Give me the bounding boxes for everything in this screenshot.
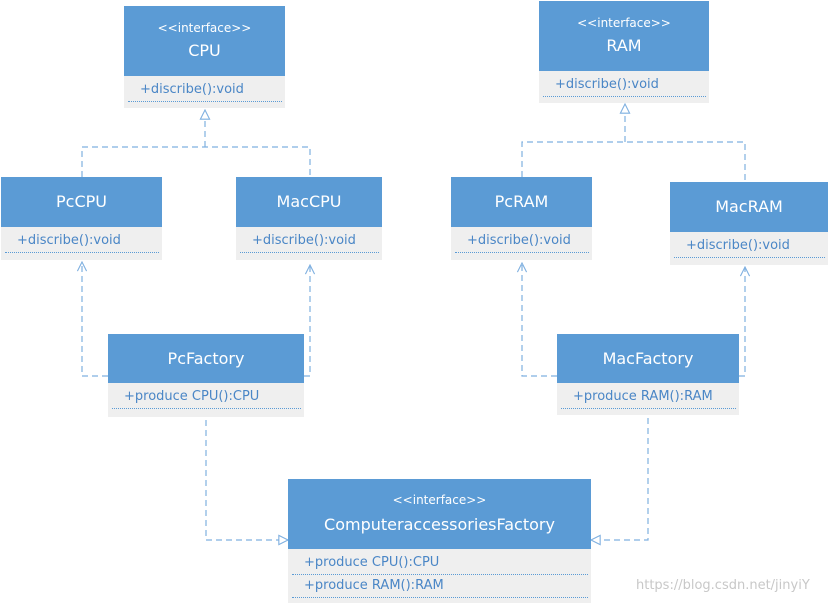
operation: +discribe():void — [543, 74, 706, 97]
class-name: MacCPU — [276, 192, 342, 211]
stereotype-label: <<interface>> — [157, 21, 252, 35]
operation: +discribe():void — [128, 79, 282, 102]
class-pccpu: PcCPU +discribe():void — [1, 177, 162, 260]
operation: +produce RAM():RAM — [561, 386, 736, 409]
operation: +discribe():void — [674, 235, 825, 258]
edge-macfactory-macram — [739, 267, 745, 377]
edge-pcfactory-maccpu — [304, 265, 310, 377]
class-name: MacFactory — [602, 348, 694, 368]
watermark: https://blog.csdn.net/jinyiY — [636, 578, 810, 593]
class-pcfactory: PcFactory +produce CPU():CPU — [108, 334, 304, 417]
class-cpu: <<interface>> CPU +discribe():void — [124, 6, 285, 108]
stereotype-label: <<interface>> — [392, 493, 487, 507]
class-macfactory: MacFactory +produce RAM():RAM — [557, 334, 739, 415]
class-name: MacRAM — [715, 197, 783, 216]
operation: +discribe():void — [455, 230, 589, 253]
operation: +produce CPU():CPU — [112, 386, 301, 409]
operation: +produce CPU():CPU — [292, 552, 588, 575]
class-pcram: PcRAM +discribe():void — [451, 177, 592, 260]
edge-pcfactory-pccpu — [82, 262, 108, 377]
edge-macfactory-pcram — [522, 263, 557, 377]
class-name: PcCPU — [56, 192, 107, 211]
operation: +discribe():void — [240, 230, 379, 253]
class-name: PcRAM — [494, 192, 549, 211]
stereotype-label: <<interface>> — [577, 16, 671, 30]
edge-pcram-ram — [521, 141, 746, 182]
class-name: RAM — [606, 36, 642, 55]
class-name: ComputeraccessoriesFactory — [324, 515, 555, 534]
edge-pccpu-cpu — [81, 146, 311, 177]
class-ram: <<interface>> RAM +discribe():void — [539, 1, 709, 103]
operation: +discribe():void — [5, 230, 159, 253]
class-maccpu: MacCPU +discribe():void — [236, 177, 382, 260]
class-name: PcFactory — [167, 348, 245, 368]
edge-pcfactory-factory — [205, 420, 288, 540]
class-computeraccessories-factory: <<interface>> ComputeraccessoriesFactory… — [288, 479, 591, 603]
class-name: CPU — [188, 41, 221, 60]
edge-macfactory-factory — [591, 418, 649, 540]
class-macram: MacRAM +discribe():void — [670, 182, 828, 265]
operation: +produce RAM():RAM — [292, 575, 588, 598]
